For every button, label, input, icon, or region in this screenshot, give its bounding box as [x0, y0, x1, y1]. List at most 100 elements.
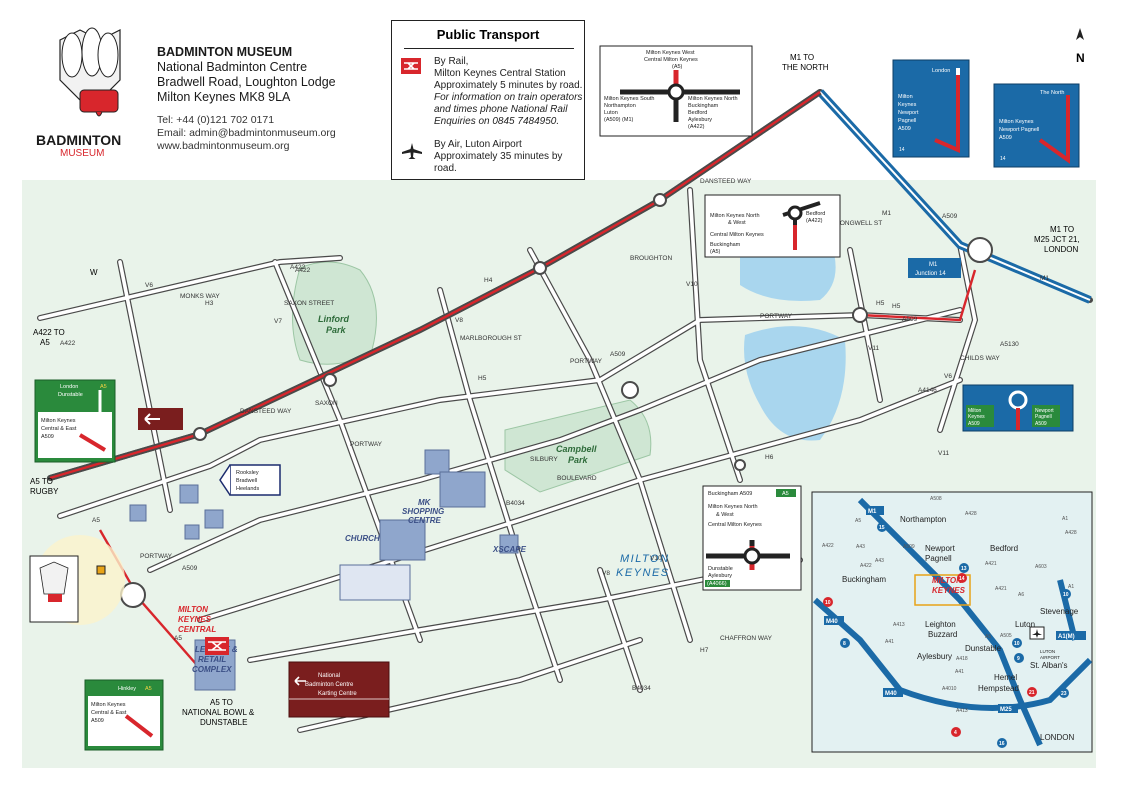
svg-text:V8: V8 [602, 570, 610, 577]
svg-text:Bedford: Bedford [990, 544, 1018, 553]
sign-national-centre: National Badminton Centre Karting Centre [288, 661, 390, 718]
svg-text:St. Alban's: St. Alban's [1030, 661, 1068, 670]
svg-text:V11: V11 [938, 450, 949, 457]
svg-text:A5: A5 [174, 635, 182, 642]
svg-text:Milton Keynes North: Milton Keynes North [688, 96, 738, 102]
svg-text:Buckingham: Buckingham [710, 242, 741, 248]
svg-text:A41: A41 [885, 639, 894, 645]
email-link[interactable]: Email: admin@badmintonmuseum.org [157, 127, 336, 139]
rail-info-3: Enquiries on 0845 7484950. [434, 116, 560, 127]
svg-text:Badminton Centre: Badminton Centre [305, 682, 354, 688]
svg-text:V11: V11 [868, 345, 879, 352]
svg-text:A428: A428 [1065, 530, 1077, 536]
svg-text:The North: The North [1040, 90, 1064, 96]
svg-text:A509: A509 [903, 544, 915, 550]
svg-text:SAXON: SAXON [315, 400, 338, 407]
sign-museum-brown [138, 408, 183, 430]
website-link[interactable]: www.badmintonmuseum.org [157, 140, 290, 152]
svg-text:A41: A41 [955, 669, 964, 675]
phone-text: Tel: +44 (0)121 702 0171 [157, 114, 275, 126]
svg-text:PORTWAY: PORTWAY [760, 313, 793, 320]
svg-text:23: 23 [1061, 691, 1067, 697]
svg-text:PORTWAY: PORTWAY [140, 553, 173, 560]
svg-text:A505: A505 [1000, 633, 1012, 639]
svg-text:Junction 14: Junction 14 [915, 271, 946, 277]
sign-north: The North Milton Keynes Newport Pagnell … [993, 83, 1080, 168]
map-rail-icon [205, 637, 229, 655]
inset-m40 [813, 597, 903, 692]
svg-text:Keynes: Keynes [968, 414, 985, 420]
svg-text:Newport: Newport [1035, 408, 1054, 414]
svg-text:National: National [318, 673, 340, 679]
compass-label: N [1076, 51, 1085, 65]
svg-text:Bedford: Bedford [688, 110, 707, 116]
svg-text:Bedford: Bedford [806, 211, 825, 217]
svg-text:V10: V10 [650, 555, 662, 562]
svg-text:A43: A43 [856, 544, 865, 550]
svg-text:A422: A422 [295, 267, 311, 274]
svg-text:14: 14 [959, 576, 965, 582]
svg-text:Newport: Newport [925, 544, 956, 553]
inset-a1m [1057, 579, 1078, 641]
svg-text:A421: A421 [995, 586, 1007, 592]
svg-text:A422: A422 [60, 340, 76, 347]
svg-text:A1: A1 [1068, 584, 1074, 590]
svg-text:21: 21 [1029, 690, 1035, 696]
svg-text:B4034: B4034 [632, 685, 651, 692]
svg-text:Milton Keynes: Milton Keynes [91, 702, 126, 708]
road-fill [38, 188, 977, 732]
svg-text:V6: V6 [145, 282, 153, 289]
inset-m25 [898, 657, 1093, 711]
svg-text:A413: A413 [956, 708, 968, 714]
compass-arrow-icon [1076, 28, 1084, 40]
sign-rooksley: Rooksley Bradwell Heelands [219, 464, 281, 496]
svg-text:Heelands: Heelands [236, 486, 259, 492]
route-red [49, 91, 821, 480]
svg-text:TONGWELL ST: TONGWELL ST [836, 220, 882, 227]
public-transport-box: Public Transport By Rail, Milton Keynes … [391, 20, 585, 180]
svg-text:Dunstable: Dunstable [58, 392, 83, 398]
svg-text:H6: H6 [765, 454, 774, 461]
svg-text:V7: V7 [274, 318, 282, 325]
svg-text:8: 8 [843, 641, 846, 647]
svg-text:M40: M40 [826, 619, 838, 625]
svg-text:Pagnell: Pagnell [925, 554, 952, 563]
address-line-1: National Badminton Centre [157, 60, 308, 74]
svg-text:Hempstead: Hempstead [978, 684, 1019, 693]
shuttlecock-logo-icon [59, 27, 121, 117]
svg-text:Karting Centre: Karting Centre [318, 691, 357, 697]
svg-text:A509: A509 [968, 421, 980, 427]
air-heading: By Air, Luton Airport [434, 139, 522, 150]
svg-text:16: 16 [999, 741, 1005, 747]
svg-text:A422: A422 [822, 543, 834, 549]
svg-text:PORTWAY: PORTWAY [570, 358, 603, 365]
svg-text:A508: A508 [930, 496, 942, 502]
svg-text:Stevenage: Stevenage [1040, 607, 1079, 616]
svg-text:A1(M): A1(M) [1058, 634, 1075, 640]
svg-text:LONDON: LONDON [1040, 733, 1074, 742]
svg-text:A509: A509 [999, 135, 1012, 141]
svg-text:M1: M1 [1040, 275, 1049, 282]
sign-bedford: Milton Keynes North & West Central Milto… [704, 194, 841, 258]
svg-text:Milton Keynes South: Milton Keynes South [604, 96, 654, 102]
airplane-icon [402, 143, 422, 159]
svg-text:Dunstable: Dunstable [708, 566, 733, 572]
svg-text:M1: M1 [882, 210, 891, 217]
svg-text:A5: A5 [145, 686, 152, 692]
svg-text:Aylesbury: Aylesbury [708, 573, 732, 579]
svg-text:A5: A5 [100, 384, 107, 390]
svg-text:London: London [932, 68, 950, 74]
m1-junction-sign: M1 Junction 14 [908, 258, 961, 278]
route-red-east [859, 269, 977, 322]
rail-info-2: and times phone National Rail [434, 104, 568, 115]
svg-text:A509: A509 [91, 718, 104, 724]
svg-text:H3: H3 [205, 300, 214, 307]
svg-text:BOULEVARD: BOULEVARD [557, 475, 597, 482]
